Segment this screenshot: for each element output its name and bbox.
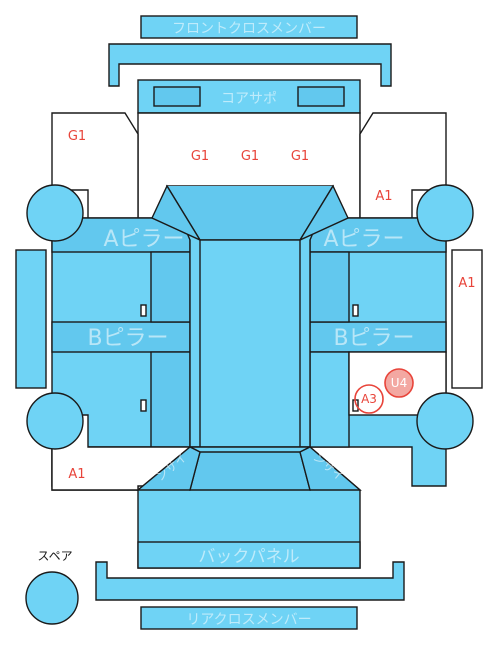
trunk-inner-outline — [189, 446, 311, 491]
a-pillar-left-label: Aピラー — [103, 227, 184, 252]
rear-left-wheel[interactable] — [26, 392, 84, 450]
front-right-wheel[interactable] — [416, 184, 474, 242]
front-bumper-bracket[interactable] — [108, 43, 392, 87]
inside-right-panel[interactable] — [299, 446, 362, 491]
damage-code-front-2: G1 — [241, 149, 259, 164]
damage-code-front-right: A1 — [375, 189, 392, 204]
badge-u4[interactable] — [384, 368, 414, 398]
a-pillar-right-label: Aピラー — [323, 227, 404, 252]
inside-left-panel[interactable] — [136, 446, 201, 491]
left-front-door-inner — [150, 251, 191, 323]
rear-bumper-bracket[interactable] — [95, 561, 405, 601]
badge-u4-label: U4 — [391, 376, 407, 390]
core-support-right-slot — [297, 86, 345, 107]
back-panel[interactable] — [137, 541, 361, 569]
front-left-wheel[interactable] — [26, 184, 84, 242]
rear-cross-member-label: リアクロスメンバー — [186, 612, 311, 628]
left-a-pillar-gusset — [151, 184, 202, 242]
damage-code-rear-left: A1 — [68, 467, 85, 482]
damage-code-front-left: G1 — [68, 129, 86, 144]
core-support-left-slot — [153, 86, 201, 107]
front-cross-member[interactable] — [140, 15, 358, 39]
rear-right-wheel[interactable] — [416, 392, 474, 450]
left-rear-latch — [140, 399, 147, 412]
spare-tire-label: スペア — [37, 549, 72, 563]
b-pillar-left-label: Bピラー — [87, 326, 168, 351]
right-front-door-inner — [309, 251, 350, 323]
b-pillar-right-label: Bピラー — [333, 326, 414, 351]
damage-code-right-side: A1 — [458, 276, 475, 291]
right-rear-door-inner — [309, 351, 350, 448]
right-front-latch — [352, 304, 359, 317]
left-side-sill[interactable] — [15, 249, 47, 389]
damage-code-front-3: G1 — [291, 149, 309, 164]
core-support-label: コアサポ — [221, 91, 277, 107]
roof-center — [199, 239, 301, 448]
right-side-bar[interactable] — [451, 249, 483, 389]
badge-a3-label: A3 — [361, 392, 377, 406]
front-right-panel[interactable] — [359, 112, 447, 219]
left-rear-door-inner — [150, 351, 191, 448]
right-a-pillar-gusset — [298, 184, 349, 242]
damage-code-front-1: G1 — [191, 149, 209, 164]
front-cross-member-label: フロントクロスメンバー — [172, 21, 326, 37]
spare-tire[interactable] — [25, 571, 79, 625]
rear-cross-member[interactable] — [140, 606, 358, 630]
badge-a3[interactable] — [354, 384, 384, 414]
back-panel-label: バックパネル — [198, 547, 299, 567]
left-front-latch — [140, 304, 147, 317]
b-pillar-left[interactable] — [51, 321, 191, 353]
